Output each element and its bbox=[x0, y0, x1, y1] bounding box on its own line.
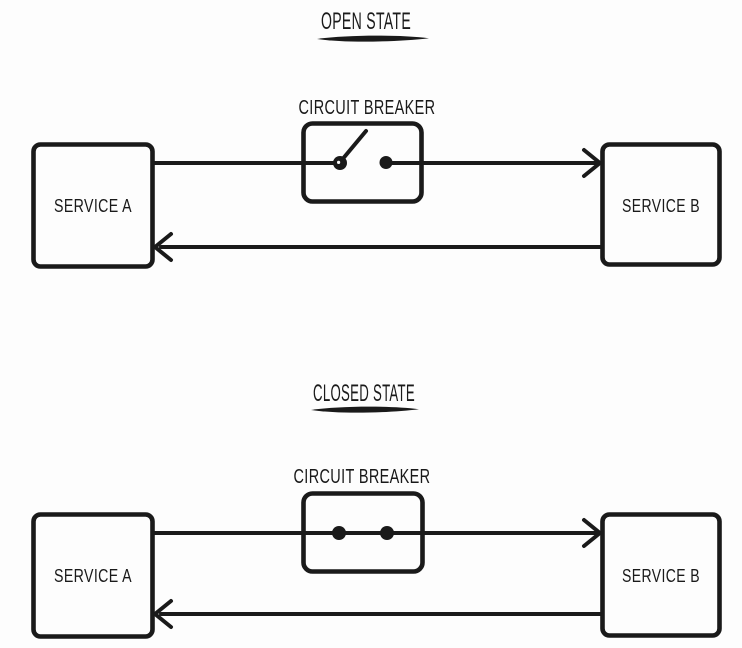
request-wire-closed bbox=[151, 518, 602, 548]
switch-pivot-highlight bbox=[337, 160, 341, 164]
closed-state-title-underline bbox=[311, 406, 419, 413]
service-b-label: SERVICE B bbox=[622, 195, 700, 216]
response-wire-open bbox=[153, 232, 604, 262]
request-wire-open bbox=[151, 129, 602, 178]
service-a-label: SERVICE A bbox=[54, 195, 132, 216]
response-wire-closed bbox=[153, 599, 604, 629]
switch-contact-dot-right bbox=[380, 526, 394, 540]
open-state-section: OPEN STATE CIRCUIT BREAKER SERVICE A SER… bbox=[31, 8, 722, 269]
request-arrowhead-icon bbox=[582, 518, 602, 548]
service-b-box bbox=[600, 142, 722, 267]
service-b-box bbox=[600, 512, 722, 638]
circuit-breaker-label: CIRCUIT BREAKER bbox=[299, 97, 436, 119]
request-arrowhead-icon bbox=[582, 148, 602, 178]
service-a-label: SERVICE A bbox=[54, 565, 132, 586]
response-arrowhead-icon bbox=[153, 599, 173, 629]
open-state-title: OPEN STATE bbox=[321, 8, 411, 35]
circuit-breaker-label: CIRCUIT BREAKER bbox=[294, 466, 431, 488]
service-a-box bbox=[31, 142, 155, 269]
closed-state-title: CLOSED STATE bbox=[313, 380, 415, 407]
response-arrowhead-icon bbox=[153, 232, 173, 262]
service-b-label: SERVICE B bbox=[622, 565, 700, 586]
switch-contact-dot-left bbox=[332, 526, 346, 540]
closed-state-section: CLOSED STATE CIRCUIT BREAKER SERVICE A S… bbox=[31, 380, 722, 639]
switch-lever-open-icon bbox=[339, 129, 368, 163]
service-a-box bbox=[31, 512, 155, 639]
open-state-title-underline bbox=[317, 35, 429, 42]
